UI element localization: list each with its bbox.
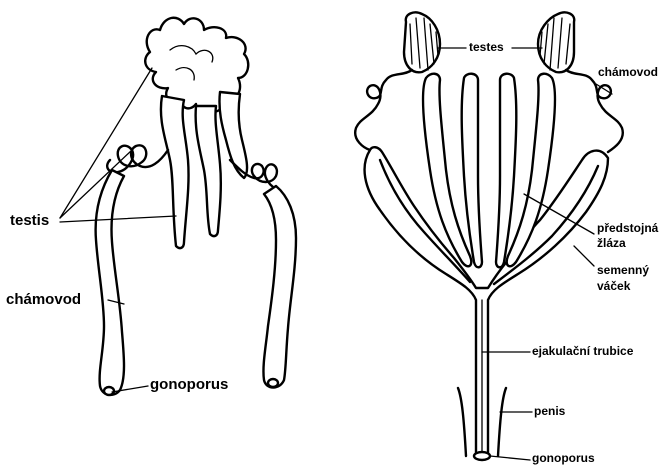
left-panel-drawing (60, 18, 296, 395)
left-middle-gland-tube (462, 74, 482, 268)
label-gonoporus-right: gonoporus (532, 452, 595, 465)
penis-sheath-left (458, 388, 466, 456)
right-gland-lobe (219, 92, 247, 178)
left-vas-deferens-coil (355, 70, 412, 150)
left-coil (107, 145, 168, 172)
right-vas-deferens-coil (566, 70, 623, 152)
label-predstojna-line2: žláza (597, 237, 626, 250)
middle-gland-tail (196, 106, 221, 236)
left-gonoporus-opening-1 (104, 387, 114, 395)
label-predstojna-line1: předstojná (597, 222, 658, 235)
left-gland-tail (161, 96, 189, 248)
label-gonoporus-left: gonoporus (150, 377, 228, 394)
reproductive-tract-outline (365, 147, 608, 456)
label-chamovod-right: chámovod (598, 66, 658, 79)
right-panel-drawing (355, 12, 623, 460)
right-gonoporus-opening (268, 379, 278, 387)
label-testes: testes (469, 41, 504, 54)
left-vas-deferens (96, 170, 124, 395)
right-vas-deferens (263, 186, 296, 388)
label-penis: penis (534, 405, 565, 418)
label-semenny-line2: váček (597, 280, 630, 293)
label-ejakulacni: ejakulační trubice (532, 345, 633, 358)
semenny-leader (574, 246, 594, 266)
label-semenny-line1: semenný (597, 264, 649, 277)
left-testis (404, 12, 440, 72)
right-middle-gland-tube (496, 74, 516, 268)
label-testis: testis (10, 213, 49, 230)
testis-leader-3 (60, 216, 176, 222)
gonoporus-opening-right (474, 452, 490, 460)
label-chamovod-left: chámovod (6, 292, 81, 309)
penis-sheath-right (498, 388, 506, 456)
gonoporus-leader-right (490, 456, 530, 460)
